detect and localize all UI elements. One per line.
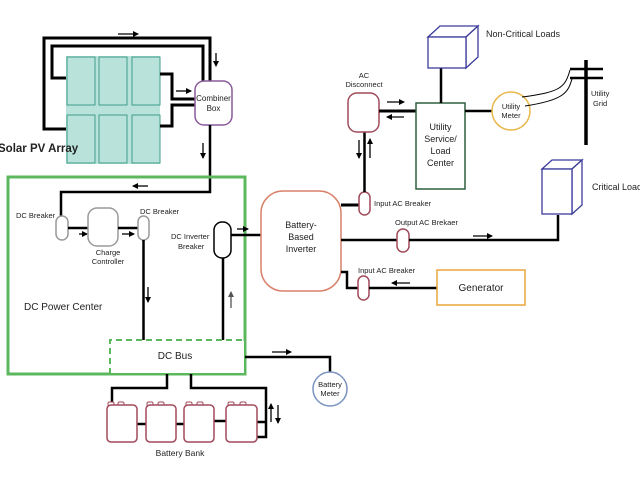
pv-bottom-string-wire — [160, 103, 195, 128]
battery-bank — [106, 374, 281, 443]
wire — [341, 270, 358, 290]
generator-label: Generator — [458, 283, 504, 294]
dc-breaker-1-label: DC Breaker — [16, 211, 56, 220]
utility-grid-label-1: Utility — [591, 89, 610, 98]
output-ac-breaker-label: Output AC Brekaer — [395, 218, 458, 227]
utility-service-load-center[interactable] — [415, 102, 466, 190]
utility-service-label-3: Load — [430, 146, 450, 156]
battery-meter[interactable] — [312, 371, 348, 407]
dc-inverter-breaker[interactable] — [213, 221, 232, 259]
combiner-box[interactable] — [194, 80, 233, 126]
pv-panel — [98, 114, 128, 164]
ac-disconnect-label-1: AC — [359, 71, 370, 80]
battery-positive-wire — [189, 374, 268, 439]
non-critical-loads-label: Non-Critical Loads — [486, 29, 561, 39]
solar-pv-array — [66, 56, 161, 164]
charge-controller[interactable] — [87, 207, 119, 247]
charge-controller-label-2: Controller — [92, 257, 125, 266]
battery-bank-label: Battery Bank — [156, 448, 205, 458]
utility-grid-pole — [570, 60, 603, 145]
dc-inverter-breaker-label-2: Breaker — [178, 242, 205, 251]
inverter-label-3: Inverter — [286, 244, 317, 254]
utility-grid-label-2: Grid — [593, 99, 607, 108]
critical-loads-label: Critical Loads — [592, 182, 640, 192]
battery — [225, 401, 258, 443]
input-ac-breaker-bottom-label: Input AC Breaker — [358, 266, 416, 275]
dc-breaker-1[interactable] — [55, 215, 69, 241]
pv-panel — [98, 56, 128, 106]
utility-service-label-2: Service/ — [424, 134, 457, 144]
pv-wiring — [42, 31, 219, 159]
pv-inner-wire — [50, 44, 205, 82]
battery-meter-label-2: Meter — [320, 389, 340, 398]
dc-power-center — [6, 175, 247, 376]
dc-power-center-label: DC Power Center — [24, 302, 103, 313]
input-ac-breaker-top-label: Input AC Breaker — [374, 199, 432, 208]
dc-bus[interactable] — [111, 341, 244, 373]
battery — [145, 401, 177, 443]
utility-meter-label-1: Utility — [502, 102, 521, 111]
combiner-output-wire — [59, 125, 212, 218]
output-ac-breaker[interactable] — [396, 228, 410, 253]
dc-breaker-2[interactable] — [137, 215, 150, 241]
charge-controller-label-1: Charge — [96, 248, 121, 257]
service-drop-wire — [524, 78, 573, 107]
input-ac-breaker-bottom[interactable] — [357, 275, 370, 301]
dc-breaker-2-label: DC Breaker — [140, 207, 180, 216]
dc-inverter-breaker-label-1: DC Inverter — [171, 232, 210, 241]
pv-panel — [66, 114, 96, 164]
input-ac-breaker-top[interactable] — [358, 191, 371, 216]
inverter-label-2: Based — [288, 232, 314, 242]
battery-meter-label-1: Battery — [318, 380, 342, 389]
battery — [183, 401, 215, 443]
service-drop-wire — [521, 69, 571, 98]
utility-service-label-4: Center — [427, 158, 454, 168]
pv-top-string-wire — [160, 72, 195, 101]
critical-loads[interactable] — [540, 158, 584, 216]
battery-meter-wire — [245, 355, 332, 372]
dc-bus-outline — [109, 339, 245, 374]
ac-disconnect[interactable] — [347, 92, 380, 133]
combiner-box-label-2: Box — [207, 104, 221, 113]
combiner-box-label-1: Combiner — [196, 94, 231, 103]
utility-meter-label-2: Meter — [501, 111, 521, 120]
dc-bus-label: DC Bus — [158, 351, 192, 362]
utility-meter[interactable] — [491, 91, 531, 131]
generator[interactable] — [436, 269, 526, 306]
utility-service-label-1: Utility — [430, 122, 452, 132]
pv-panel — [66, 56, 96, 106]
pv-panel — [131, 114, 161, 164]
pv-panel — [131, 56, 161, 106]
ac-disconnect-label-2: Disconnect — [345, 80, 383, 89]
non-critical-loads[interactable] — [426, 24, 480, 70]
battery-negative-wire — [110, 374, 169, 404]
pv-outer-wire — [42, 36, 212, 131]
inverter-label-1: Battery- — [285, 220, 317, 230]
battery — [106, 401, 138, 443]
solar-pv-array-label: Solar PV Array — [0, 143, 79, 155]
critical-loads-wire — [409, 215, 560, 242]
